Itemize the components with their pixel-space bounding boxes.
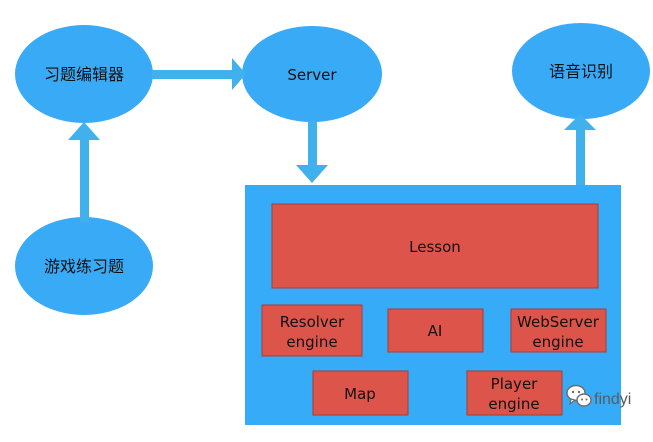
module-player <box>466 370 563 416</box>
module-map <box>312 370 409 416</box>
module-player-label-1: Player <box>491 375 539 393</box>
watermark-text: findyi <box>594 391 631 408</box>
node-speech <box>512 23 650 119</box>
node-server-label: Server <box>287 66 337 84</box>
module-map-label: Map <box>344 385 376 403</box>
module-resolver-label-1: Resolver <box>280 313 345 331</box>
wechat-icon <box>566 384 592 407</box>
module-lesson-label: Lesson <box>409 238 461 256</box>
node-game <box>15 217 153 315</box>
arrow-game-to-editor <box>68 122 100 222</box>
module-webserver <box>510 308 607 353</box>
module-webserver-label-1: WebServer <box>517 313 600 331</box>
arrow-editor-to-server <box>152 58 246 90</box>
node-game-label: 游戏练习题 <box>44 257 124 276</box>
module-ai-label: AI <box>428 322 443 340</box>
module-resolver <box>261 304 363 357</box>
module-player-label-2: engine <box>488 395 539 413</box>
node-server <box>242 26 382 122</box>
node-editor-label: 习题编辑器 <box>44 65 124 84</box>
node-editor <box>15 25 153 123</box>
arrow-container-to-speech <box>564 114 596 186</box>
module-ai <box>387 308 484 353</box>
module-lesson <box>271 203 599 289</box>
module-webserver-label-2: engine <box>532 333 583 351</box>
node-speech-label: 语音识别 <box>549 62 613 81</box>
arrow-server-to-container <box>296 121 328 183</box>
module-resolver-label-2: engine <box>286 333 337 351</box>
